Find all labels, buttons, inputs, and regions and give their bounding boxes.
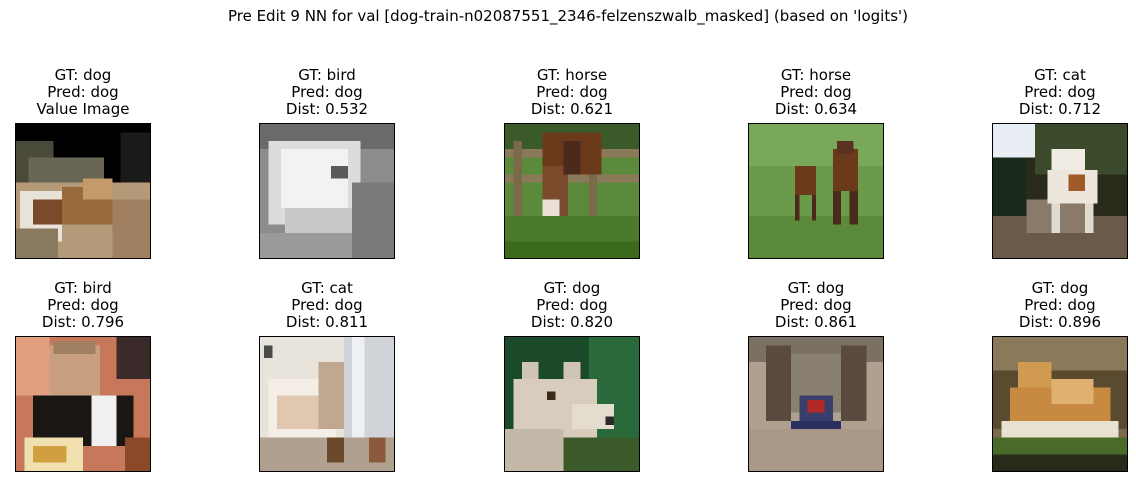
extra-label: Dist: 0.796: [41, 313, 125, 331]
gt-label: GT: dog: [543, 279, 601, 297]
panel-caption: GT: horse Pred: dog Dist: 0.621: [464, 67, 680, 118]
figure-title: Pre Edit 9 NN for val [dog-train-n020875…: [227, 7, 909, 25]
panel-7: GT: cat Pred: dog Dist: 0.811: [259, 280, 395, 472]
panel-1: GT: dog Pred: dog Value Image: [15, 67, 151, 259]
pred-label: Pred: dog: [47, 296, 119, 314]
panel-caption: GT: cat Pred: dog Dist: 0.811: [219, 280, 435, 331]
pred-label: Pred: dog: [1024, 296, 1096, 314]
gt-label: GT: horse: [536, 66, 608, 84]
panel-6: GT: bird Pred: dog Dist: 0.796: [15, 280, 151, 472]
pred-label: Pred: dog: [47, 83, 119, 101]
panel-10: GT: dog Pred: dog Dist: 0.896: [992, 280, 1128, 472]
white-owl-grayscale-thumbnail: [259, 123, 395, 259]
panel-9: GT: dog Pred: dog Dist: 0.861: [748, 280, 884, 472]
extra-label: Dist: 0.712: [1018, 100, 1102, 118]
panel-caption: GT: bird Pred: dog Dist: 0.796: [0, 280, 191, 331]
gt-label: GT: bird: [298, 66, 356, 84]
gt-label: GT: dog: [54, 66, 112, 84]
extra-label: Dist: 0.621: [530, 100, 614, 118]
gt-label: GT: cat: [1034, 66, 1086, 84]
gt-label: GT: horse: [780, 66, 852, 84]
person-with-bird-thumbnail: [15, 336, 151, 472]
extra-label: Value Image: [36, 100, 130, 118]
pred-label: Pred: dog: [780, 83, 852, 101]
white-cat-indoors-thumbnail: [259, 336, 395, 472]
panel-2: GT: bird Pred: dog Dist: 0.532: [259, 67, 395, 259]
panel-5: GT: cat Pred: dog Dist: 0.712: [992, 67, 1128, 259]
extra-label: Dist: 0.634: [774, 100, 858, 118]
wolf-dog-closeup-thumbnail: [504, 336, 640, 472]
panel-caption: GT: cat Pred: dog Dist: 0.712: [952, 67, 1136, 118]
pred-label: Pred: dog: [536, 83, 608, 101]
extra-label: Dist: 0.820: [530, 313, 614, 331]
panel-caption: GT: dog Pred: dog Dist: 0.820: [464, 280, 680, 331]
golden-dog-lying-thumbnail: [992, 336, 1128, 472]
pred-label: Pred: dog: [291, 83, 363, 101]
panel-4: GT: horse Pred: dog Dist: 0.634: [748, 67, 884, 259]
extra-label: Dist: 0.811: [285, 313, 369, 331]
pred-label: Pred: dog: [1024, 83, 1096, 101]
panel-caption: GT: dog Pred: dog Dist: 0.861: [708, 280, 924, 331]
gt-label: GT: dog: [787, 279, 845, 297]
panel-8: GT: dog Pred: dog Dist: 0.820: [504, 280, 640, 472]
panel-3: GT: horse Pred: dog Dist: 0.621: [504, 67, 640, 259]
two-horses-on-grass-thumbnail: [748, 123, 884, 259]
panel-caption: GT: dog Pred: dog Value Image: [0, 67, 191, 118]
panel-caption: GT: dog Pred: dog Dist: 0.896: [952, 280, 1136, 331]
white-dog-on-path-thumbnail: [992, 123, 1128, 259]
dog-in-chair-thumbnail: [748, 336, 884, 472]
gt-label: GT: bird: [54, 279, 112, 297]
horse-grazing-by-fence-thumbnail: [504, 123, 640, 259]
extra-label: Dist: 0.532: [285, 100, 369, 118]
dog-on-couch-masked-thumbnail: [15, 123, 151, 259]
pred-label: Pred: dog: [536, 296, 608, 314]
gt-label: GT: cat: [301, 279, 353, 297]
panel-caption: GT: bird Pred: dog Dist: 0.532: [219, 67, 435, 118]
pred-label: Pred: dog: [291, 296, 363, 314]
panel-caption: GT: horse Pred: dog Dist: 0.634: [708, 67, 924, 118]
extra-label: Dist: 0.861: [774, 313, 858, 331]
pred-label: Pred: dog: [780, 296, 852, 314]
extra-label: Dist: 0.896: [1018, 313, 1102, 331]
gt-label: GT: dog: [1031, 279, 1089, 297]
